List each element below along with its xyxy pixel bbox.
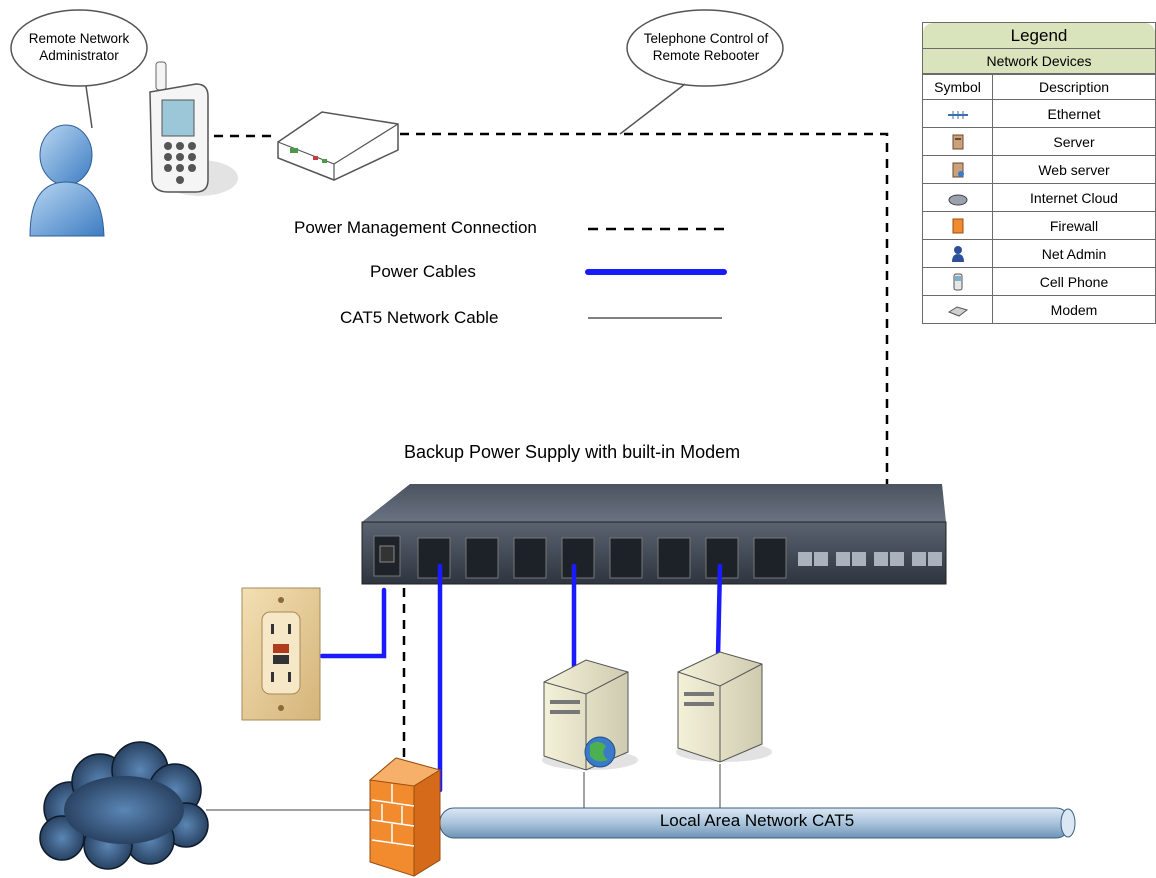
wall-outlet — [241, 587, 321, 721]
modem-icon — [947, 306, 968, 317]
device-title: Backup Power Supply with built-in Modem — [404, 442, 741, 462]
telephone-speech-bubble — [619, 9, 784, 135]
admin-speech-bubble — [10, 9, 148, 129]
legend-row-label: Modem — [992, 295, 1155, 323]
legend-col-description: Description — [992, 74, 1155, 100]
legend-row: Modem — [923, 295, 1155, 323]
backup-power-supply — [361, 484, 947, 585]
cell-phone-icon — [953, 273, 962, 291]
legend-row-label: Server — [992, 127, 1155, 156]
legend-row-label: Web server — [992, 155, 1155, 184]
legend-row-label: Firewall — [992, 211, 1155, 240]
net-admin-icon — [29, 124, 105, 237]
key-power-cables-label: Power Cables — [370, 262, 476, 281]
web-server-icon — [952, 162, 964, 178]
admin-bubble-label: Remote Network Administrator — [28, 31, 130, 63]
legend-row: Firewall — [923, 211, 1155, 240]
legend-subtitle: Network Devices — [923, 49, 1155, 74]
net-admin-icon — [951, 245, 964, 262]
legend-panel: Legend Network Devices Symbol Descriptio… — [922, 22, 1156, 324]
internet-cloud-icon — [948, 194, 967, 206]
server-icon — [952, 134, 963, 150]
modem-icon — [277, 111, 399, 181]
legend-header-row: Symbol Description — [923, 74, 1155, 100]
key-cat5-label: CAT5 Network Cable — [340, 308, 499, 327]
legend-row: Internet Cloud — [923, 183, 1155, 212]
cat5-network-cables — [206, 764, 721, 811]
legend-row: Ethernet — [923, 99, 1155, 128]
legend-row-label: Ethernet — [992, 99, 1155, 128]
legend-table: Symbol Description Ethernet Server Web s… — [923, 74, 1155, 323]
legend-row: Cell Phone — [923, 267, 1155, 296]
firewall-icon — [952, 218, 963, 234]
server-icon — [676, 651, 772, 763]
cell-phone-icon — [149, 61, 238, 196]
lan-label: Local Area Network CAT5 — [659, 811, 855, 830]
web-server-icon — [542, 659, 638, 771]
firewall-icon — [368, 757, 442, 877]
legend-row: Net Admin — [923, 239, 1155, 268]
legend-col-symbol: Symbol — [923, 74, 993, 100]
legend-row-label: Cell Phone — [992, 267, 1155, 296]
legend-row-label: Net Admin — [992, 239, 1155, 268]
legend-row-label: Internet Cloud — [992, 183, 1155, 212]
key-power-management-label: Power Management Connection — [294, 218, 537, 237]
telephone-bubble-label: Telephone Control of Remote Rebooter — [643, 31, 769, 63]
legend-row: Web server — [923, 155, 1155, 184]
power-cables — [319, 563, 723, 793]
ethernet-icon — [947, 110, 968, 119]
internet-cloud-icon — [39, 741, 209, 870]
legend-row: Server — [923, 127, 1155, 156]
legend-title: Legend — [923, 23, 1155, 49]
